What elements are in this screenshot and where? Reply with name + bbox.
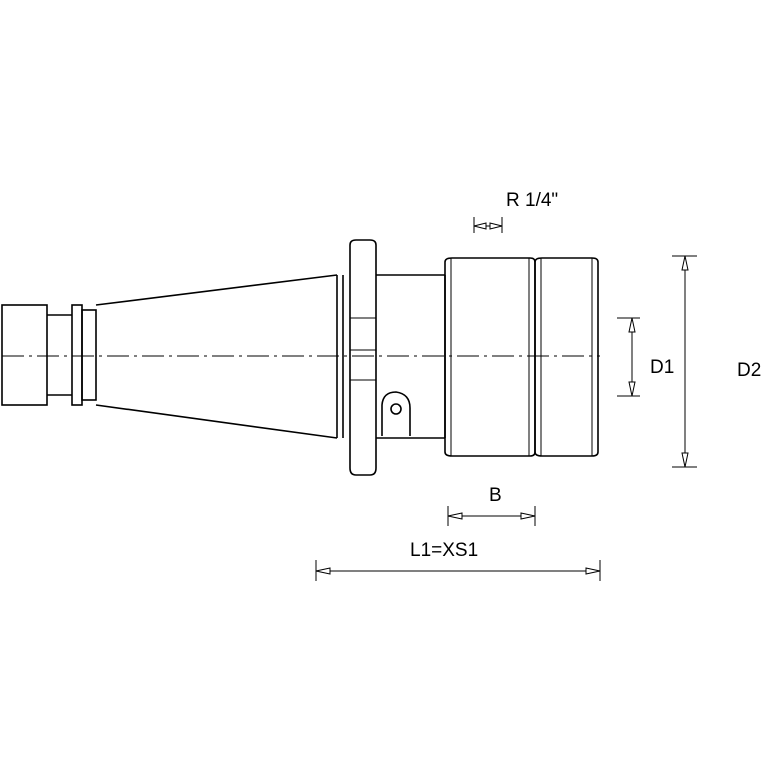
tap-chuck [444, 257, 599, 457]
d2-dimension: D2 [672, 255, 761, 468]
d2-label: D2 [737, 360, 761, 381]
d1-label: D1 [650, 357, 674, 378]
set-screw [381, 391, 411, 436]
flange [349, 239, 377, 476]
b-dimension: B [447, 485, 536, 526]
b-label: B [489, 485, 502, 506]
thread-dimension: R 1/4" [473, 190, 558, 233]
l1-label: L1=XS1 [410, 540, 478, 561]
thread-pitch-label: R 1/4" [506, 190, 558, 211]
l1-dimension: L1=XS1 [315, 540, 601, 581]
collet-nut [1, 304, 97, 406]
d1-dimension: D1 [617, 317, 674, 397]
